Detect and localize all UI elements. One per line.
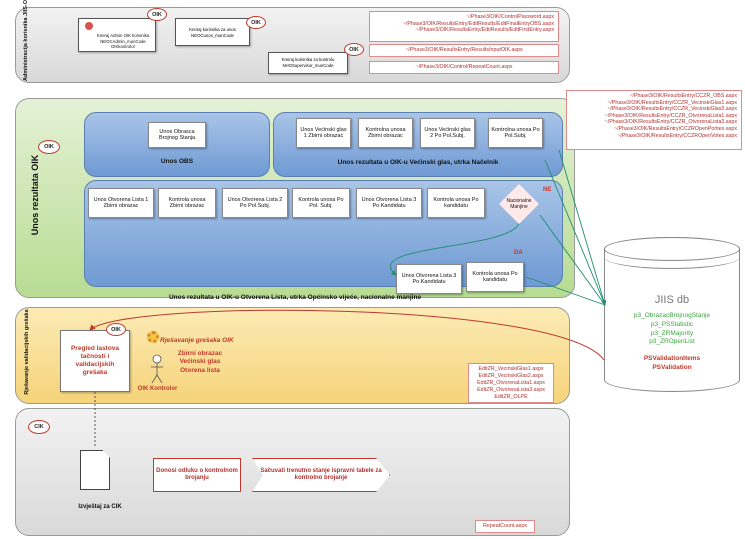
vg-step-2: Kontrolna unosa Zbirni obrazac [358, 118, 413, 148]
file-path: ~/Phase3/OIK/ResultsEntry/CCZR_OBS.aspx [629, 93, 737, 99]
oik-badge: OIK [106, 323, 126, 336]
task-item: Otorena lista [180, 366, 220, 374]
card-line: NHOSupervisor_munCode [282, 62, 334, 68]
yes-label: DA [514, 250, 523, 256]
decision-box: Donosi odluku o kontrolnom brojanju [153, 458, 241, 492]
oik-badge: OIK [147, 8, 167, 21]
db-table: PSValidationItems [643, 355, 701, 362]
file-path: ~/Phase3/OIK/ResultsEntry/CCZR_OtvorenaL… [604, 112, 737, 119]
file-path: ~/Phase3/OIK/ResultsEntry/EditResults/Ed… [402, 20, 554, 27]
card-line: NEOCunos_munCode [191, 32, 234, 38]
card-line: Kreiraj korisnika za unos [189, 27, 236, 32]
file-path: EditZR_OtvorenaLista1.aspx [477, 379, 545, 386]
task-items: Zbirni obrazac Većinski glas Otorena lis… [170, 350, 230, 375]
db-table: PSValidation [652, 363, 692, 371]
file-path: ~/Phase3/OIK/ResultsEntry/CCZR_VecinskiG… [607, 99, 737, 106]
card-line: OIKkontrolor [110, 44, 136, 50]
report-label: Izvještaj za CIK [78, 504, 122, 510]
db-table: p3_PSStatistic [650, 320, 694, 328]
actor-label: OIK Kontrolor [137, 386, 178, 392]
edit-files: EditZR_VecinskiGlas1.aspx EditZR_Vecinsk… [468, 363, 554, 403]
obs-step: Unos Obrasca Brojnog Stanja [148, 122, 206, 148]
db-green-list: p3_ObrazacBrojnogStanje p3_PSStatistic p… [604, 312, 740, 347]
file-path: ~/Phase3/OIK/ResultsEntry/EditResults/Ed… [415, 27, 554, 34]
oik-badge: OIK [38, 140, 60, 154]
file-path: ~/Phase3/OIK/ResultsEntry/CCZROpenPortie… [614, 126, 737, 133]
ol-step-4: Kontrola unosa Po Pol. Subj. [292, 188, 350, 218]
db-table: p3_ObrazacBrojnogStanje [633, 312, 711, 319]
card-line: Kreiraj korisnika za kontrolu [281, 57, 335, 62]
vg-step-1: Unos Većinski glas 1 Zbirni obrazac [296, 118, 351, 148]
card-line: NEOCAdmin_munCode [100, 38, 146, 44]
admin-user-card-1-text: Kreiraj Admin OIK korisnika NEOCAdmin_mu… [92, 33, 154, 50]
obs-caption: Unos OBS [160, 158, 194, 165]
file-path: ~/Phase3/OIK/ControlPassword.aspx [466, 14, 554, 20]
ol-extra-step-1: Unos Otvorena Lista 3 Po Kandidatu [396, 264, 462, 294]
ol-step-5: Unos Otvorena Lista 3 Po Kandidatu [356, 188, 422, 218]
repeat-count-file: RepeatCount.aspx [475, 520, 535, 533]
oik-badge: OIK [344, 43, 364, 56]
cik-badge: CIK [28, 420, 50, 434]
db-title: JIIS db [654, 294, 690, 306]
file-path: ~/Phase3/OIK/ResultsEntry/CCZROpenVotes.… [617, 132, 737, 139]
gear-icon [147, 331, 159, 343]
db-red-list: PSValidationItems PSValidation [604, 355, 740, 373]
no-label: NE [543, 187, 552, 193]
admin-file-mid: ~/Phase3/OIK/ResultsEntry/ResultsInputOI… [369, 44, 559, 57]
vg-caption: Unos rezultata u OIK-u Većinski glas, ut… [337, 159, 499, 166]
file-path: ~/Phase3/OIK/ResultsEntry/CCZR_VecinskiG… [607, 106, 737, 113]
review-text: Pregled lastova tačnosti i validacijskih… [70, 344, 120, 377]
ol-extra-step-2: Kontrola unosa Po kandidatu [466, 262, 524, 292]
db-table: p3_ZRMajority [650, 329, 694, 337]
ol-caption: Unos rezultata u OIK-u Otvorena Lista, u… [168, 294, 422, 301]
vg-step-4: Kontrolna unosa Po Pol.Subj. [488, 118, 543, 148]
task-item: Zbirni obrazac [177, 350, 223, 357]
review-document: Pregled lastova tačnosti i validacijskih… [60, 330, 130, 392]
report-document [80, 450, 110, 490]
admin-user-card-2: Kreiraj korisnika za unos NEOCunos_munCo… [175, 18, 250, 46]
ol-step-1: Unos Otvorena Lista 1 Zbirni obrazac [88, 188, 154, 218]
file-path: EditZR_OLPE [494, 393, 528, 400]
card-line: Kreiraj Admin OIK korisnika [96, 33, 150, 38]
admin-files-top: ~/Phase3/OIK/ControlPassword.aspx ~/Phas… [369, 11, 559, 42]
oik-badge: OIK [246, 16, 266, 29]
file-path: EditZR_VecinskiGlas2.aspx [478, 372, 544, 379]
task-item: Većinski glas [179, 358, 221, 366]
save-box: Sačuvati trenutno stanje ispravni tabele… [252, 458, 390, 492]
db-table: p3_ZROpenList [649, 338, 695, 346]
admin-file-bottom: ~/Phase3/OIK/Control/RepeatCount.aspx [369, 61, 559, 74]
admin-user-card-3: Kreiraj korisnika za kontrolu NHOSupervi… [268, 52, 348, 74]
file-path: EditZR_VecinskiGlas1.aspx [478, 366, 544, 372]
entry-files: ~/Phase3/OIK/ResultsEntry/CCZR_OBS.aspx … [566, 90, 742, 150]
vg-step-3: Unos Većinski glas 2 Po Pol.Subj. [420, 118, 475, 148]
task-title: Rješavanje grešaka OIK [160, 337, 234, 344]
ol-step-6: Kontrola unosa Po kandidatu [427, 188, 485, 218]
ol-step-3: Unos Otvorena Lista 2 Po Pol.Subj. [222, 188, 288, 218]
file-path: ~/Phase3/OIK/ResultsEntry/CCZR_OtvorenaL… [604, 119, 737, 126]
file-path: EditZR_OtvorenaLista3.aspx [477, 386, 545, 393]
user-icon [85, 22, 93, 30]
ol-step-2: Kontrola unosa Zbirni obrazac [158, 188, 216, 218]
database-stripe [604, 245, 740, 269]
